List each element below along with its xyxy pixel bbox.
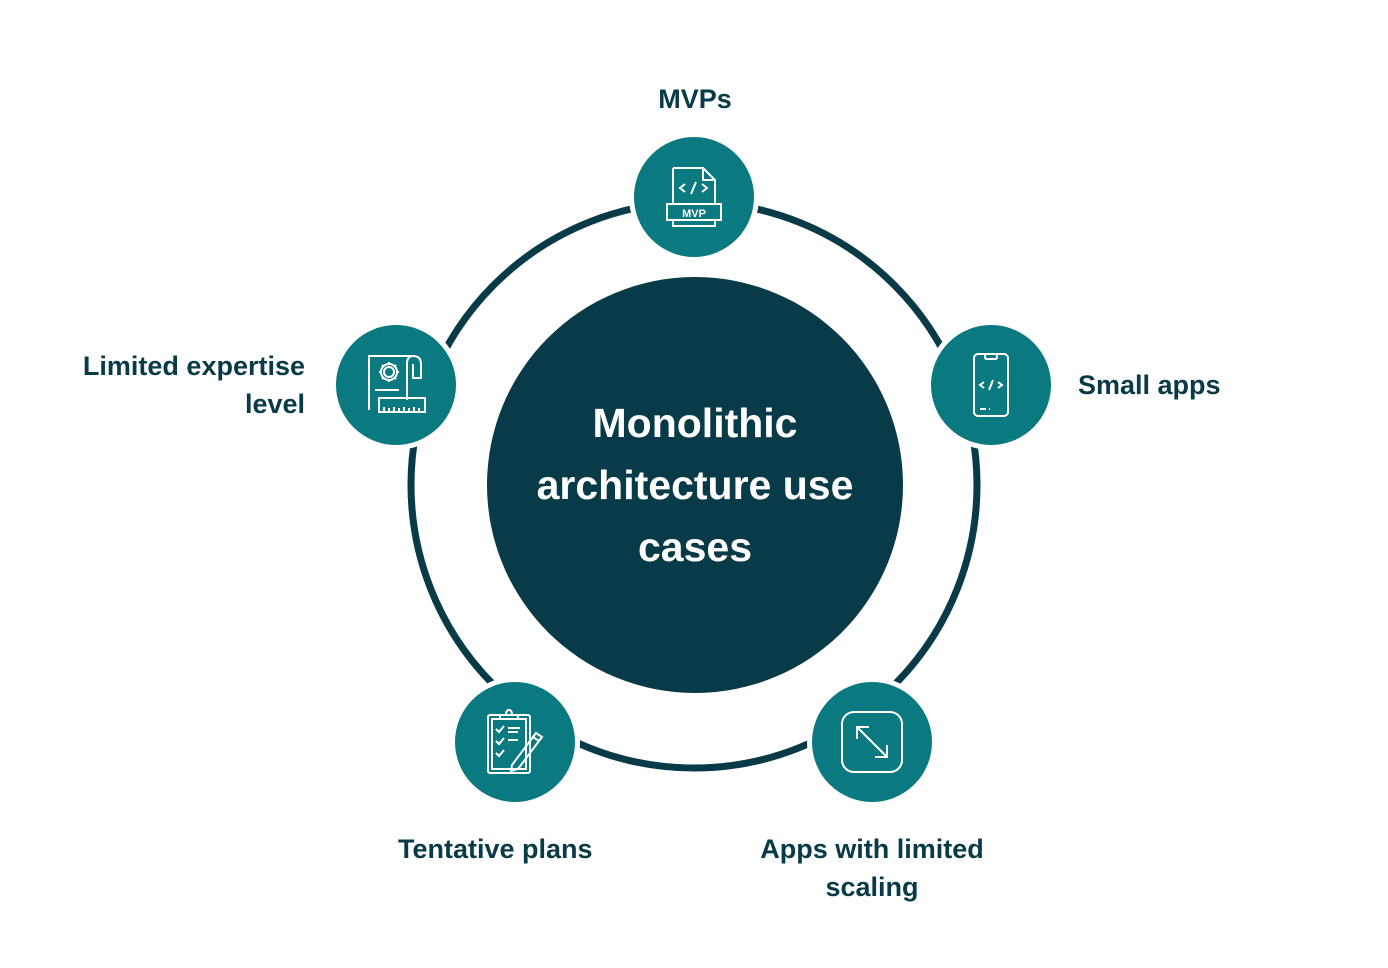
node-tentative-plans (450, 677, 580, 807)
label-limited-expertise: Limited expertise level (82, 351, 305, 419)
clipboard-checklist-icon (487, 708, 544, 774)
node-apps-limited-scaling (807, 677, 937, 807)
resize-arrows-icon (841, 711, 903, 773)
label-small-apps: Small apps (1078, 370, 1221, 400)
label-mvps: MVPs (658, 84, 732, 114)
node-small-apps (926, 320, 1056, 450)
diagram-title: Monolithic architecture use cases (536, 400, 854, 570)
node-mvps: MVP (629, 132, 759, 262)
center-circle: Monolithic architecture use cases (487, 277, 903, 693)
label-tentative-plans: Tentative plans (398, 834, 593, 864)
gear-blueprint-icon (368, 355, 426, 413)
label-apps-limited-scaling: Apps with limited scaling (760, 834, 984, 902)
svg-text:MVP: MVP (682, 208, 706, 220)
mobile-code-icon (973, 353, 1009, 417)
mvp-document-icon: MVP (666, 167, 722, 227)
node-limited-expertise (331, 320, 461, 450)
